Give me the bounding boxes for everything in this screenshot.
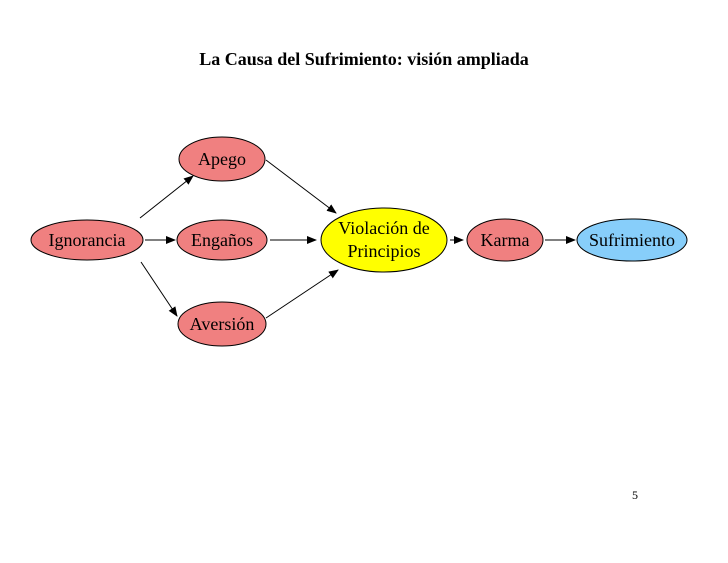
- node-enganos-shape: [176, 219, 268, 261]
- node-ignorancia-shape: [30, 219, 144, 261]
- arrow-aversion-violacion: [265, 269, 339, 319]
- node-violacion: Violación de Principios: [320, 207, 448, 273]
- node-aversion: Aversión: [177, 301, 267, 347]
- arrow-ignorancia-aversion: [140, 261, 178, 317]
- node-ignorancia-label: Ignorancia: [49, 230, 126, 250]
- node-violacion-label-line2: Principios: [347, 241, 420, 261]
- node-apego-label: Apego: [198, 149, 246, 169]
- node-karma-label: Karma: [481, 230, 530, 250]
- arrows: [139, 159, 576, 319]
- diagram-title: La Causa del Sufrimiento: visión ampliad…: [199, 49, 529, 69]
- node-sufrimiento-shape: [576, 218, 688, 262]
- node-violacion-shape: [320, 207, 448, 273]
- node-apego-shape: [178, 136, 266, 182]
- node-aversion-shape: [177, 301, 267, 347]
- node-violacion-label-line1: Violación de: [338, 218, 429, 238]
- node-enganos: Engaños: [176, 219, 268, 261]
- node-sufrimiento: Sufrimiento: [576, 218, 688, 262]
- page-number: 5: [632, 488, 638, 502]
- node-karma: Karma: [466, 218, 544, 262]
- node-ignorancia: Ignorancia: [30, 219, 144, 261]
- node-enganos-label: Engaños: [191, 230, 253, 250]
- arrow-apego-violacion: [265, 159, 337, 214]
- node-apego: Apego: [178, 136, 266, 182]
- arrow-ignorancia-apego: [139, 175, 194, 219]
- node-sufrimiento-label: Sufrimiento: [589, 230, 675, 250]
- node-aversion-label: Aversión: [190, 314, 255, 334]
- node-karma-shape: [466, 218, 544, 262]
